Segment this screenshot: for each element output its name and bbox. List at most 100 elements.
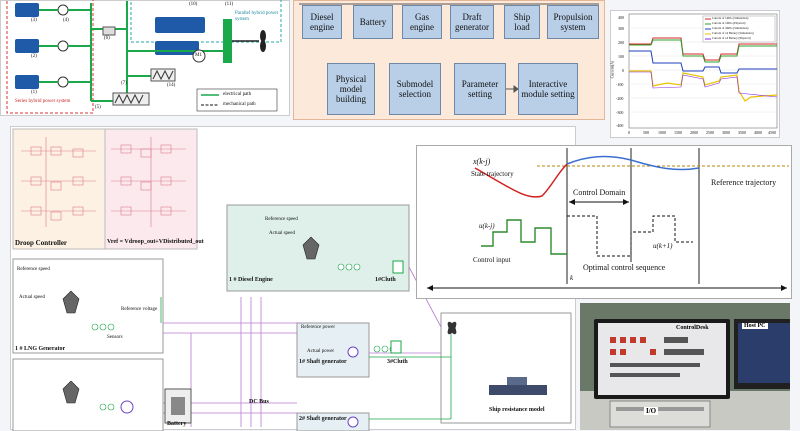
droop-title: Droop Controller (15, 239, 68, 247)
shaft1: 1# Shaft generator (299, 359, 347, 365)
trace-batt-phys (629, 71, 778, 98)
trace-dg-phys (629, 39, 777, 63)
x-tick-8: 4000 (754, 130, 762, 135)
y-tick-5: -100 (616, 82, 624, 87)
predicted-trajectory-curve (566, 155, 700, 171)
x-tick-6: 3000 (722, 130, 730, 135)
chart-legend-0: Current of 1#DG (Simulation) (712, 16, 749, 20)
chart-legend-3: Current of 1# Battery (Simulation) (712, 31, 754, 35)
chart-legend-1: Current of 1#DG (Physical) (712, 21, 746, 25)
y-tick-7: -300 (616, 110, 624, 115)
y-tick-3: 100 (618, 54, 624, 59)
shaft2: 2# Shaft generator (299, 416, 347, 422)
ship-resistance: Ship resistance model (489, 407, 545, 413)
num-4: (4) (63, 18, 69, 23)
lng-sensors: Sensors (107, 335, 123, 340)
dcbus: DC Bus (249, 399, 269, 405)
chart-legend-4: Current of 1# Battery (Physical) (712, 36, 751, 40)
mpc-state-trajectory: State trajectory (471, 170, 514, 178)
mpc-diagram (427, 148, 789, 291)
lng-title: 1 # LNG Generator (15, 346, 66, 352)
module-diesel-engine: Diesel engine (302, 5, 342, 39)
photo-host-pc: Host PC (742, 323, 768, 329)
legend-mechanical: mechanical path (223, 102, 256, 107)
num-7: (7) (121, 81, 127, 86)
simulink-panel: Droop Controller Vref = Vdroop_out+VDist… (10, 126, 576, 431)
num-3: (3) (31, 18, 37, 23)
module-propulsion-system: Propulsion system (547, 5, 599, 39)
propeller-icon (447, 321, 457, 335)
module-ship-load: Ship load (504, 5, 540, 39)
module-gas-engine: Gas engine (402, 5, 442, 39)
hybrid-system-diagram (6, 0, 282, 114)
x-tick-2: 1000 (658, 130, 666, 135)
mpc-optimal-sequence: Optimal control sequence (583, 263, 666, 272)
chart-legend-2: Current of 2#DG (Simulation) (712, 26, 749, 30)
x-tick-1: 500 (643, 130, 649, 135)
x-tick-5: 2500 (706, 130, 714, 135)
clutch1: 1#Cluth (375, 277, 396, 283)
hardware-photo (580, 303, 790, 430)
mpc-k-label: k (570, 274, 574, 282)
shaft-ref-power: Reference power (301, 325, 336, 330)
mpc-u-label: u(k-j) (479, 222, 495, 230)
y-tick-2: 200 (618, 40, 624, 45)
num-6: (6) (104, 36, 110, 41)
num-10: (10) (189, 2, 198, 7)
num-1: (1) (31, 90, 37, 95)
photo-control-desk: ControlDesk (676, 325, 709, 331)
step-interactive-module: Interactive module setting (518, 63, 578, 115)
control-input-steps (481, 219, 567, 255)
diesel-actual-speed: Actual speed (269, 231, 295, 236)
trace-batt-sim (629, 70, 778, 102)
lng-ref-voltage: Reference voltage (121, 307, 158, 312)
num-5: (5) (95, 105, 101, 110)
module-draft-generator: Draft generator (450, 5, 494, 39)
current-chart-panel: Current of 1#DG (Simulation) Current of … (609, 10, 780, 138)
series-label: Series hybrid power system (15, 99, 71, 104)
num-2: (2) (31, 54, 37, 59)
photo-io: I/O (644, 407, 659, 415)
hybrid-system-panel: (3) (4) (2) (1) (10) (11) (6) (7) (14) (… (0, 0, 290, 116)
propeller-icon (232, 30, 266, 52)
motor-label: M1 (195, 53, 202, 58)
diesel-ref-speed: Reference speed (265, 217, 298, 222)
num-14: (14) (167, 83, 176, 88)
num-11: (11) (225, 2, 234, 7)
y-tick-1: 300 (618, 26, 624, 31)
optimal-sequence-steps (567, 215, 693, 257)
parallel-label: Parallel hybrid power system (235, 11, 279, 22)
step-parameter-setting: Parameter setting (454, 63, 506, 115)
lng-ref-speed: Reference speed (17, 267, 50, 272)
battery-label: Battery (167, 421, 187, 427)
clutch3: 3#Cluth (387, 359, 408, 365)
chart-ylabel: Current(A) (609, 60, 615, 79)
modules-panel: Diesel engine Battery Gas engine Draft g… (293, 0, 605, 120)
mpc-control-domain: Control Domain (573, 188, 626, 197)
trace-dg2-sim (629, 50, 777, 74)
mpc-u-next: u(k+1) (653, 242, 673, 250)
x-tick-9: 4500 (768, 130, 776, 135)
simulink-diagram (12, 128, 572, 431)
y-tick-8: -400 (616, 123, 624, 128)
vref-formula: Vref = Vdroop_out+VDistributed_out (107, 239, 204, 245)
state-trajectory-curve (474, 163, 568, 198)
hardware-photo-panel: ControlDesk Host PC I/O (580, 303, 790, 430)
current-chart (628, 13, 778, 129)
ship-icon (489, 377, 547, 395)
x-tick-0: 0 (628, 130, 630, 135)
y-tick-0: 400 (618, 15, 624, 20)
legend-electrical: electrical path (223, 92, 252, 97)
lng-actual-speed: Actual speed (19, 295, 45, 300)
x-tick-4: 2000 (690, 130, 698, 135)
mpc-x-label: x(k-j) (473, 157, 491, 166)
mpc-panel: x(k-j) State trajectory Control Domain R… (416, 145, 792, 299)
mpc-reference-trajectory: Reference trajectory (711, 178, 777, 187)
step-submodel-selection: Submodel selection (389, 63, 441, 115)
module-battery: Battery (353, 5, 393, 39)
x-tick-3: 1500 (674, 130, 682, 135)
x-tick-7: 3500 (738, 130, 746, 135)
mpc-control-input: Control input (473, 256, 511, 264)
shaft-actual-power: Actual power (307, 349, 335, 354)
y-tick-4: 0 (622, 68, 624, 73)
